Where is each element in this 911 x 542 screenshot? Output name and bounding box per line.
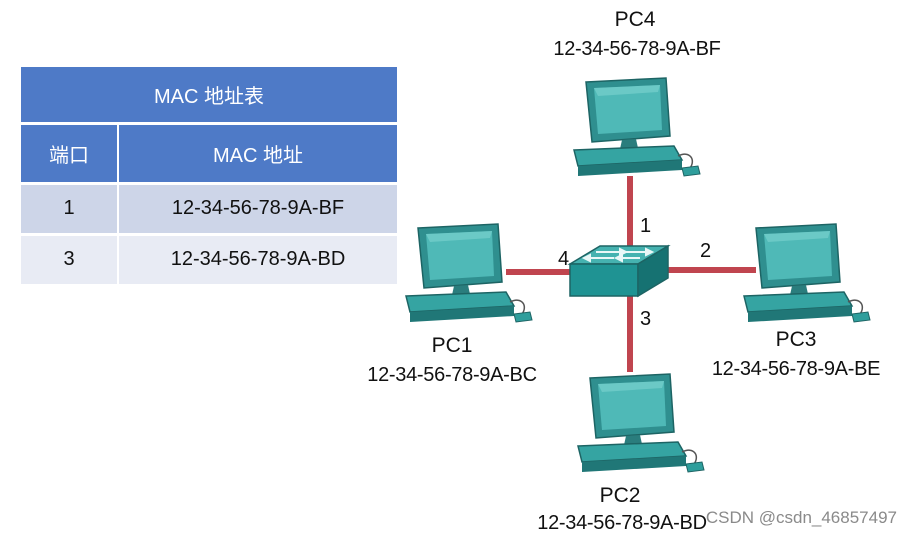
table-cell-port: 3 bbox=[21, 234, 119, 284]
pc4-computer-icon bbox=[573, 77, 701, 177]
mac-table-header-row: 端口 MAC 地址 bbox=[21, 123, 397, 185]
pc4-mac: 12-34-56-78-9A-BF bbox=[553, 38, 721, 60]
pc2-name: PC2 bbox=[599, 484, 641, 507]
port-label-3: 3 bbox=[640, 308, 652, 330]
table-cell-mac: 12-34-56-78-9A-BD bbox=[170, 248, 346, 270]
watermark: CSDN @csdn_46857497 bbox=[705, 508, 897, 527]
pc4-name: PC4 bbox=[614, 8, 656, 31]
pc2-mac: 12-34-56-78-9A-BD bbox=[537, 512, 707, 534]
mac-table-title: MAC 地址表 bbox=[154, 85, 264, 108]
port-label-1: 1 bbox=[640, 215, 652, 237]
switch-icon bbox=[569, 245, 669, 297]
column-header-mac: MAC 地址 bbox=[118, 123, 397, 185]
column-header-port: 端口 bbox=[21, 123, 119, 185]
mac-table-title-row: MAC 地址表 bbox=[21, 67, 397, 123]
pc1-name: PC1 bbox=[431, 334, 473, 357]
table-cell-mac: 12-34-56-78-9A-BF bbox=[118, 183, 397, 236]
pc3-mac: 12-34-56-78-9A-BE bbox=[711, 358, 881, 380]
port-label-2: 2 bbox=[700, 240, 712, 262]
pc3-computer-icon bbox=[743, 223, 871, 323]
port-label-4: 4 bbox=[558, 248, 570, 270]
pc2-computer-icon bbox=[577, 373, 705, 473]
mac-address-table: MAC 地址表 端口 MAC 地址 1 12-34-56-78-9A-BF 3 … bbox=[21, 67, 397, 284]
table-cell-port: 1 bbox=[21, 183, 119, 236]
table-row: 3 12-34-56-78-9A-BD bbox=[21, 234, 397, 284]
pc3-name: PC3 bbox=[775, 328, 817, 351]
table-row: 1 12-34-56-78-9A-BF bbox=[21, 183, 397, 236]
pc1-mac: 12-34-56-78-9A-BC bbox=[367, 364, 537, 386]
